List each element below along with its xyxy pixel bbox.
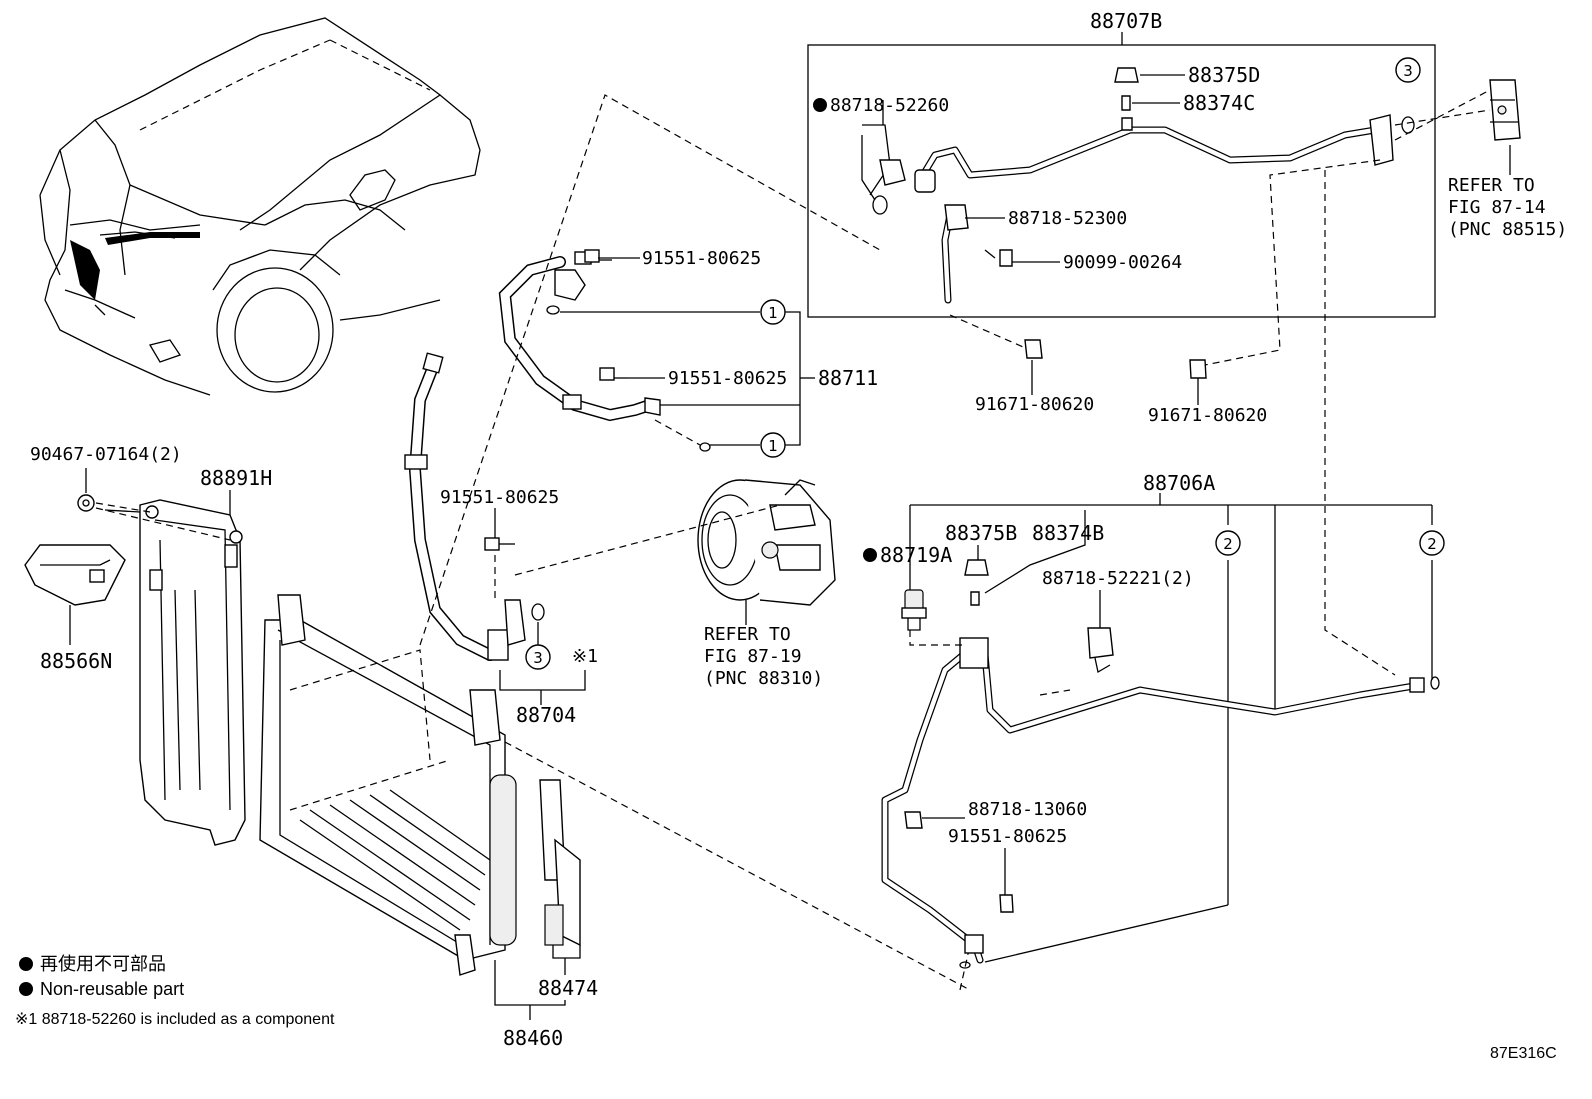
legend-bullet-jp [19,957,33,971]
label-88718-52300: 88718-52300 [1008,208,1127,229]
non-reusable-marker-88718-52260 [813,98,827,112]
suction-hose-88711 [498,251,711,452]
bolt-91551-80625-a [584,249,612,263]
refer-87-14-line2: FIG 87-14 [1448,197,1546,218]
callout-3a: 3 [1395,57,1421,83]
legend: 再使用不可部品 Non-reusable part ※1 88718-52260… [15,954,335,1028]
callout-3b: 3 [525,644,551,670]
label-88474: 88474 [538,976,598,1000]
valve-core-88374C [1121,95,1131,111]
label-90099-00264: 90099-00264 [1063,252,1182,273]
duct-88566N [24,544,126,645]
svg-text:3: 3 [1403,62,1413,80]
label-91551-80625-b: 91551-80625 [668,368,787,389]
legend-bullet-en [19,982,33,996]
bolt-91671-80620-b [1189,359,1207,379]
label-91551-80625-d: 91551-80625 [948,826,1067,847]
bolt-91551-80625-d [999,894,1014,913]
radiator-bracket-88891H [139,499,246,846]
discharge-hose-88704 [404,352,586,705]
label-88460: 88460 [503,1026,563,1050]
dashed-leaders-right-top [949,159,1396,676]
cap-88375D [1114,67,1139,83]
svg-text:3: 3 [533,649,543,667]
refer-87-19-line2: FIG 87-19 [704,646,802,667]
label-88374C: 88374C [1183,91,1255,115]
clamp-88718-52300 [941,204,969,304]
bracket-88706A [909,493,1433,905]
pressure-switch-88719A [901,589,965,646]
clamp-88718-13060 [904,811,923,829]
label-88566N: 88566N [40,649,112,673]
refer-87-14-line1: REFER TO [1448,175,1535,196]
legend-note: ※1 88718-52260 is included as a componen… [15,1011,335,1028]
figure-code: 87E316C [1490,1045,1557,1062]
label-88891H: 88891H [200,466,272,490]
condenser-88460 [259,594,581,976]
refer-87-19-line3: (PNC 88310) [704,668,823,689]
clamp-88718-52260 [861,100,906,215]
refer-87-14-line3: (PNC 88515) [1448,219,1567,240]
clamp-88718-52221 [1087,590,1114,674]
bolt-91671-80620-a [1024,339,1043,359]
label-88704: 88704 [516,703,576,727]
expansion-valve [1394,79,1521,141]
assembly-box-88707B [807,32,1436,318]
cap-88375B [964,559,989,576]
refer-87-19-line1: REFER TO [704,624,791,645]
tube-88706A [881,637,1440,969]
svg-text:1: 1 [768,437,778,455]
legend-jp: 再使用不可部品 [40,954,166,974]
callout-2b: 2 [1419,530,1445,556]
label-88375B: 88375B [945,521,1017,545]
label-91671-80620-a: 91671-80620 [975,394,1094,415]
compressor [697,479,836,606]
label-88707B: 88707B [1090,9,1162,33]
svg-text:2: 2 [1223,535,1233,553]
label-91551-80625-a: 91551-80625 [642,248,761,269]
valve-core-88374B [970,510,1086,606]
callout-2a: 2 [1215,530,1241,556]
label-90467-07164: 90467-07164(2) [30,444,182,465]
label-88718-52260: 88718-52260 [830,95,949,116]
bolt-90467-07164 [77,494,231,541]
callout-1a: 1 [760,299,786,325]
label-88374B: 88374B [1032,521,1104,545]
bolt-91551-80625-c [484,537,515,600]
vehicle-illustration [39,17,481,396]
svg-text:1: 1 [768,304,778,322]
label-leaders [85,74,1511,1020]
legend-en: Non-reusable part [40,979,184,999]
callout-1b: 1 [760,432,786,458]
label-88706A: 88706A [1143,471,1215,495]
tube-88707B [914,114,1415,193]
label-88718-13060: 88718-13060 [968,799,1087,820]
label-91551-80625-c: 91551-80625 [440,487,559,508]
bolt-90099-00264 [984,249,1013,267]
label-88719A: 88719A [880,543,952,567]
label-91671-80620-b: 91671-80620 [1148,405,1267,426]
bolt-91551-80625-b [599,367,628,381]
label-88375D: 88375D [1188,63,1260,87]
label-88711: 88711 [818,366,878,390]
svg-text:2: 2 [1427,535,1437,553]
note-mark: ※1 [572,646,598,667]
label-88718-52221: 88718-52221(2) [1042,568,1194,589]
non-reusable-marker-88719A [863,548,877,562]
